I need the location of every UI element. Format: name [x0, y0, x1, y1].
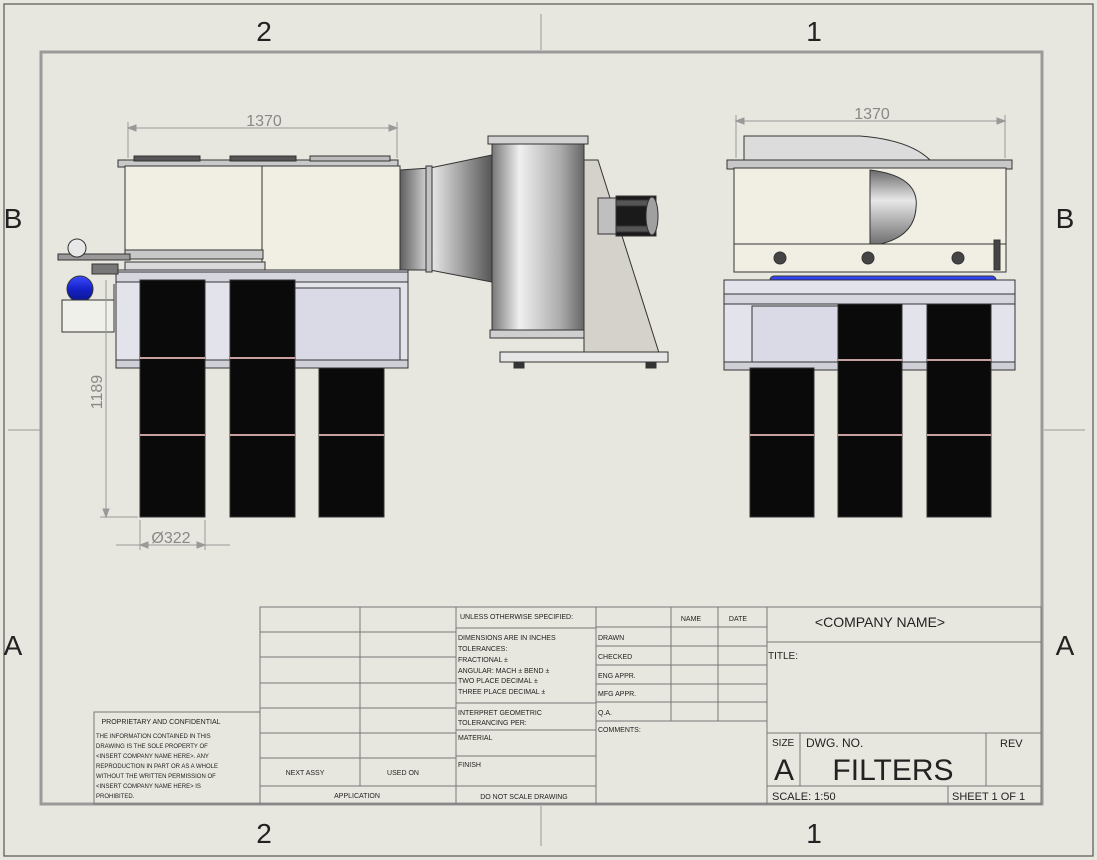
scale-label: SCALE: 1:50	[772, 791, 836, 803]
interpret-line-2: TOLERANCING PER:	[458, 720, 527, 727]
approvals-name-header: NAME	[681, 616, 702, 623]
proprietary-line: <INSERT COMPANY NAME HERE>. ANY	[96, 754, 209, 760]
approval-row-eng: ENG APPR.	[598, 673, 636, 680]
next-assy-label: NEXT ASSY	[286, 770, 325, 777]
interpret-line-1: INTERPRET GEOMETRIC	[458, 710, 542, 717]
rev-label: REV	[1000, 738, 1023, 750]
front-transition-duct	[399, 154, 493, 283]
front-dimensions	[100, 122, 399, 550]
spec-line: FRACTIONAL ±	[458, 657, 508, 664]
zone-label-top-2: 2	[256, 16, 272, 47]
sheet-label: SHEET 1 OF 1	[952, 791, 1025, 803]
front-view	[57, 135, 669, 518]
proprietary-line: DRAWING IS THE SOLE PROPERTY OF	[96, 744, 208, 750]
fan-drum	[491, 137, 585, 339]
title-block-grid	[93, 606, 1042, 805]
side-filter-cartridges	[749, 303, 992, 518]
company-name: <COMPANY NAME>	[815, 614, 945, 630]
zone-label-right-b: B	[1056, 203, 1075, 234]
zone-ticks	[8, 14, 1085, 846]
zone-label-bottom-1: 1	[806, 818, 822, 849]
title-label: TITLE:	[768, 651, 798, 662]
dimension-height: 1189	[89, 375, 106, 410]
dimension-front-width: 1370	[246, 113, 282, 130]
proprietary-line: PROHIBITED.	[96, 794, 135, 800]
spec-line: ANGULAR: MACH ± BEND ±	[458, 668, 549, 675]
unless-specified: UNLESS OTHERWISE SPECIFIED:	[460, 614, 573, 621]
fan-stand	[583, 159, 661, 357]
size-label: SIZE	[772, 738, 795, 749]
zone-label-top-1: 1	[806, 16, 822, 47]
proprietary-title: PROPRIETARY AND CONFIDENTIAL	[101, 719, 220, 726]
zone-label-bottom-2: 2	[256, 818, 272, 849]
zone-label-left-b: B	[4, 203, 23, 234]
spec-line: TOLERANCES:	[458, 646, 507, 653]
approvals-date-header: DATE	[729, 616, 747, 623]
finish-label: FINISH	[458, 762, 481, 769]
side-dimensions	[734, 115, 1007, 158]
proprietary-line: <INSERT COMPANY NAME HERE> IS	[96, 784, 201, 790]
approval-row-qa: Q.A.	[598, 710, 612, 717]
dimension-side-width: 1370	[854, 106, 890, 123]
application-label: APPLICATION	[334, 793, 380, 800]
approval-row-drawn: DRAWN	[598, 635, 624, 642]
fan-motor	[597, 195, 659, 237]
approval-row-mfg: MFG APPR.	[598, 691, 636, 698]
dimension-diameter: Ø322	[151, 530, 190, 547]
front-housing-right	[261, 165, 401, 271]
side-view	[723, 135, 1016, 518]
material-label: MATERIAL	[458, 735, 493, 742]
proprietary-line: THE INFORMATION CONTAINED IN THIS	[96, 734, 211, 740]
zone-label-left-a: A	[4, 630, 23, 661]
proprietary-line: REPRODUCTION IN PART OR AS A WHOLE	[96, 764, 218, 770]
spec-line: TWO PLACE DECIMAL ±	[458, 678, 538, 685]
front-pulse-valve	[57, 238, 131, 333]
do-not-scale: DO NOT SCALE DRAWING	[480, 794, 568, 801]
used-on-label: USED ON	[387, 770, 419, 777]
size-value: A	[774, 754, 794, 787]
front-housing-left	[124, 165, 264, 257]
proprietary-line: WITHOUT THE WRITTEN PERMISSION OF	[96, 774, 216, 780]
spec-line: DIMENSIONS ARE IN INCHES	[458, 635, 556, 642]
spec-line: THREE PLACE DECIMAL ±	[458, 689, 545, 696]
dwg-no-value: FILTERS	[832, 754, 953, 787]
dwg-no-label: DWG. NO.	[806, 736, 863, 750]
outer-frame	[3, 3, 1094, 857]
zone-label-right-a: A	[1056, 630, 1075, 661]
approval-row-checked: CHECKED	[598, 654, 632, 661]
comments-label: COMMENTS:	[598, 727, 641, 734]
front-filter-cartridges	[139, 279, 385, 518]
side-valves	[773, 239, 1001, 271]
